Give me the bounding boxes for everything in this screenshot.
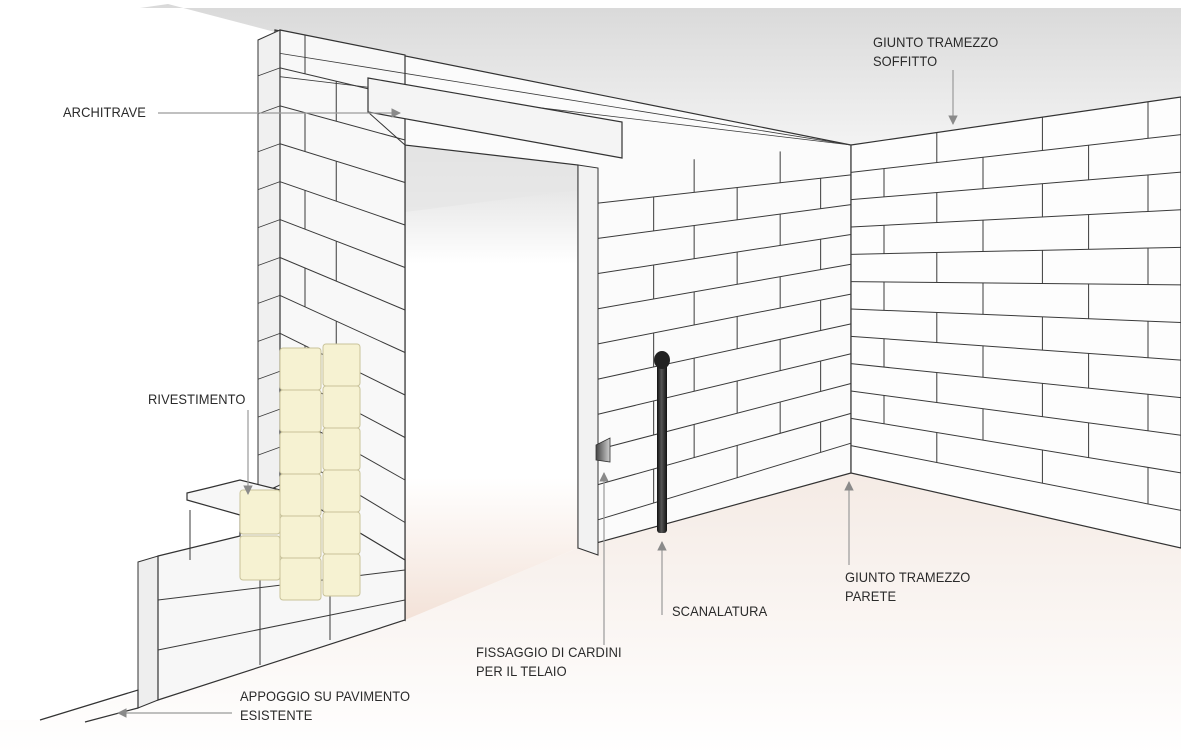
tile xyxy=(322,343,361,387)
block-joint xyxy=(257,257,281,266)
tile xyxy=(322,511,361,555)
block-joint xyxy=(850,281,1181,286)
hinge-anchor xyxy=(595,437,611,463)
tile xyxy=(279,389,322,433)
block-joint xyxy=(597,412,852,486)
doorway-opening xyxy=(405,145,578,620)
label-fissaggio: FISSAGGIO DI CARDINI PER IL TELAIO xyxy=(476,643,622,681)
tile xyxy=(322,427,361,471)
right-wall xyxy=(850,96,1181,549)
block-joint xyxy=(850,209,1181,228)
tile xyxy=(322,469,361,513)
doorway-soffit xyxy=(405,145,578,212)
door-jamb xyxy=(577,164,599,556)
label-giunto-soffitto-line2: SOFFITTO xyxy=(873,53,938,69)
tile xyxy=(279,557,322,601)
block-joint xyxy=(257,332,281,342)
block-joint xyxy=(257,181,281,191)
leader-lines xyxy=(117,70,958,718)
block-joint xyxy=(850,335,1181,361)
tile xyxy=(322,553,361,597)
label-rivestimento: RIVESTIMENTO xyxy=(148,390,245,409)
tile xyxy=(279,347,322,391)
block-joint xyxy=(850,445,1181,511)
tile xyxy=(239,489,281,535)
block-joint xyxy=(597,323,852,380)
block-joint xyxy=(597,174,852,204)
block-joint xyxy=(850,417,1181,474)
tile xyxy=(322,385,361,429)
floor xyxy=(0,473,1181,754)
block-joint xyxy=(597,442,852,521)
ceiling xyxy=(140,4,1181,145)
label-giunto-soffitto: GIUNTO TRAMEZZO SOFFITTO xyxy=(873,33,998,71)
block-joint xyxy=(157,599,406,651)
block-joint xyxy=(597,383,852,450)
tile xyxy=(279,515,322,559)
block-joint xyxy=(597,293,852,345)
block-joint xyxy=(850,246,1181,255)
block-joint xyxy=(850,134,1181,173)
tile-cladding xyxy=(239,343,361,601)
architrave xyxy=(367,77,623,159)
block-joint xyxy=(257,370,281,380)
block-joint xyxy=(850,171,1181,201)
block-joint xyxy=(257,67,281,77)
block-joint xyxy=(850,308,1181,323)
block-joint xyxy=(279,143,406,183)
label-rivestimento-text: RIVESTIMENTO xyxy=(148,391,246,407)
block-joint xyxy=(597,263,852,310)
label-appoggio: APPOGGIO SU PAVIMENTO ESISTENTE xyxy=(240,687,410,725)
block-joint xyxy=(279,52,852,146)
label-giunto-parete: GIUNTO TRAMEZZO PARETE xyxy=(845,568,970,606)
block-joint xyxy=(597,353,852,415)
block-joint xyxy=(279,105,406,141)
label-giunto-parete-line1: GIUNTO TRAMEZZO xyxy=(845,569,971,585)
block-joint xyxy=(850,363,1181,399)
tile xyxy=(279,431,322,475)
block-joint xyxy=(279,294,406,353)
label-scanalatura-text: SCANALATURA xyxy=(672,603,768,619)
block-joint xyxy=(597,233,852,275)
block-joint xyxy=(279,257,406,311)
block-joint xyxy=(257,143,281,153)
label-fissaggio-line1: FISSAGGIO DI CARDINI xyxy=(476,644,622,660)
block-joint xyxy=(257,295,281,304)
tile xyxy=(279,473,322,517)
block-joint xyxy=(257,219,281,228)
label-scanalatura: SCANALATURA xyxy=(672,602,767,621)
label-fissaggio-line2: PER IL TELAIO xyxy=(476,663,567,679)
block-joint xyxy=(257,408,281,418)
label-giunto-parete-line2: PARETE xyxy=(845,588,897,604)
block-joint xyxy=(850,390,1181,436)
label-appoggio-line1: APPOGGIO SU PAVIMENTO xyxy=(240,688,411,704)
block-joint xyxy=(279,181,406,226)
tile xyxy=(239,535,281,581)
block-joint xyxy=(597,204,852,239)
block-joint xyxy=(257,446,281,456)
label-giunto-soffitto-line1: GIUNTO TRAMEZZO xyxy=(873,34,999,50)
groove-pipe xyxy=(654,351,670,533)
label-architrave-text: ARCHITRAVE xyxy=(63,104,146,120)
label-architrave: ARCHITRAVE xyxy=(63,103,146,122)
block-joint xyxy=(279,219,406,268)
floor-edge xyxy=(39,689,139,723)
label-appoggio-line2: ESISTENTE xyxy=(240,707,313,723)
